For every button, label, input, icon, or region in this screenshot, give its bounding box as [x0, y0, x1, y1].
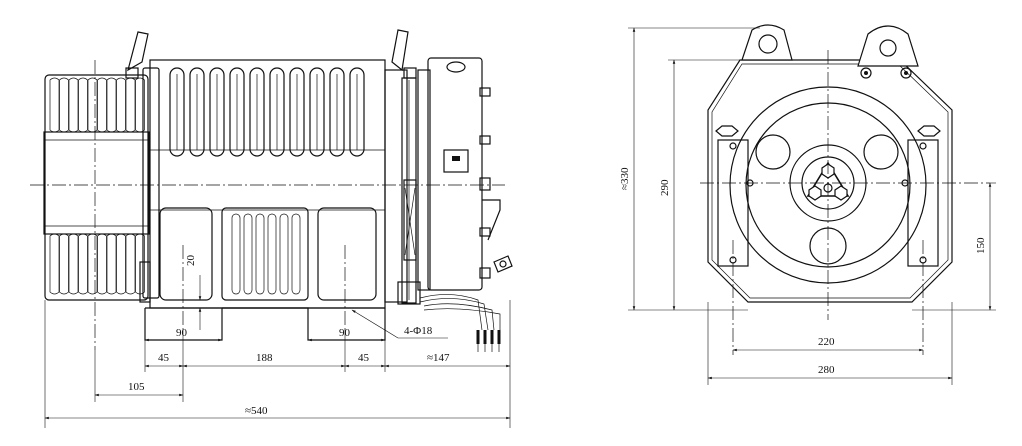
hole-note: 4-Φ18 — [404, 325, 433, 337]
lower-opening-right — [317, 207, 377, 301]
hole-upper-left — [755, 134, 791, 170]
dim-90-left: 90 — [176, 327, 188, 339]
lifting-lug-left — [127, 31, 149, 72]
nut-left — [715, 125, 739, 137]
dim-290: 290 — [659, 179, 671, 196]
front-view: ≈540 105 45 188 45 ≈147 90 90 20 4-Φ18 — [30, 29, 513, 428]
lifting-lug-right — [391, 29, 409, 72]
dim-overall-length: ≈540 — [245, 405, 268, 417]
dim-280: 280 — [818, 364, 835, 376]
lug-right — [857, 25, 919, 67]
left-finned-drum — [43, 74, 151, 303]
side-housing-outline — [707, 59, 953, 303]
hole-upper-right — [863, 134, 899, 170]
lower-opening-left — [159, 207, 213, 301]
bracket — [482, 199, 501, 241]
nut-right — [917, 125, 941, 137]
dim-45-right: 45 — [358, 352, 370, 364]
lug-left — [741, 24, 793, 61]
lower-fin-window — [221, 207, 309, 301]
dim-220: 220 — [818, 336, 835, 348]
side-dimensions — [628, 27, 996, 385]
front-dimensions — [44, 275, 511, 428]
dim-105: 105 — [128, 381, 145, 393]
dim-147: ≈147 — [427, 352, 450, 364]
junction-box — [417, 57, 513, 352]
dim-45-left: 45 — [158, 352, 170, 364]
dim-height-total: ≈330 — [619, 167, 631, 190]
top-cooling-fins — [169, 67, 365, 157]
dim-150: 150 — [975, 237, 987, 254]
end-flange — [384, 69, 421, 305]
dim-20: 20 — [185, 255, 197, 267]
dim-90-right: 90 — [339, 327, 351, 339]
side-view: ≈330 290 150 220 280 — [619, 24, 996, 385]
dim-188: 188 — [256, 352, 273, 364]
cable-terminals — [476, 330, 501, 352]
